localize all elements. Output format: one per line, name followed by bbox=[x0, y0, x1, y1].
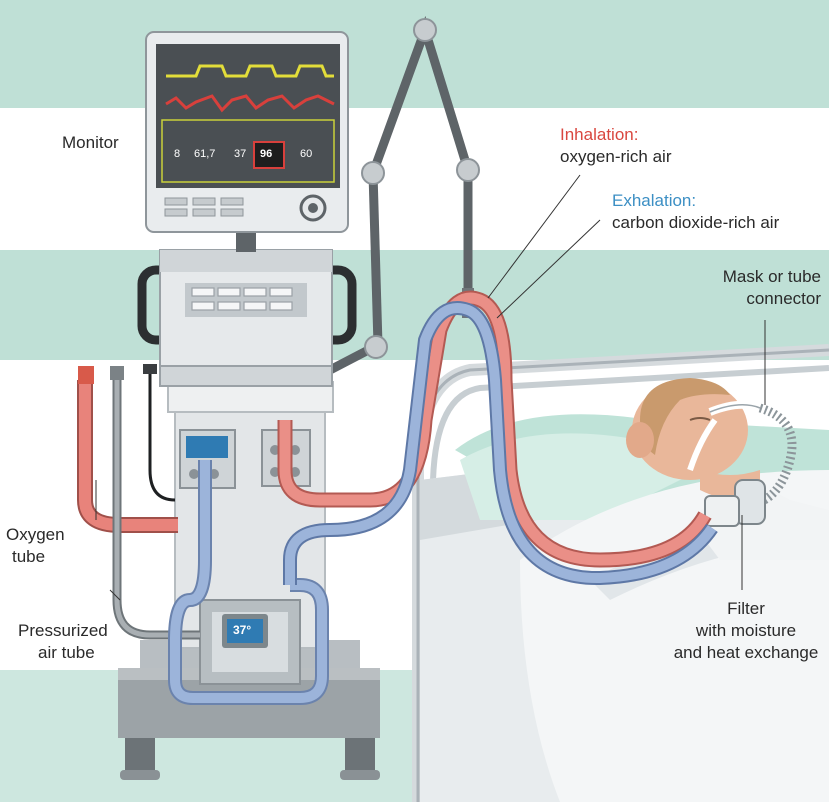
mask-label-line1: Mask or tube bbox=[722, 267, 821, 286]
monitor-reading-highlighted: 96 bbox=[260, 148, 273, 160]
monitor-reading: 61,7 bbox=[194, 148, 216, 160]
leader-lines bbox=[95, 174, 766, 601]
monitor-reading: 8 bbox=[174, 148, 181, 160]
monitor-reading: 60 bbox=[300, 148, 313, 160]
monitor-arm bbox=[327, 15, 480, 374]
pressurized-label-line2: air tube bbox=[38, 643, 95, 662]
inhalation-desc: oxygen-rich air bbox=[560, 147, 672, 166]
inhalation-title: Inhalation: bbox=[560, 125, 639, 144]
humidifier bbox=[199, 599, 301, 685]
monitor-device bbox=[145, 31, 349, 233]
monitor-reading: 37 bbox=[234, 148, 247, 160]
monitor-label: Monitor bbox=[62, 133, 119, 152]
mask-label-line2: connector bbox=[746, 289, 821, 308]
humidifier-tube bbox=[170, 460, 327, 703]
oxygen-label-line1: Oxygen bbox=[6, 525, 65, 544]
filter-label-line1: Filter bbox=[727, 599, 765, 618]
filter-label-line3: and heat exchange bbox=[673, 643, 819, 662]
mask-connector bbox=[687, 400, 797, 527]
exhalation-desc: carbon dioxide-rich air bbox=[612, 213, 780, 232]
ventilator-unit bbox=[137, 228, 357, 387]
exhalation-title: Exhalation: bbox=[612, 191, 697, 210]
filter-label-line2: with moisture bbox=[695, 621, 797, 640]
inhalation-tube bbox=[279, 292, 710, 566]
pressurized-label-line1: Pressurized bbox=[18, 621, 108, 640]
exhalation-tube bbox=[285, 303, 717, 585]
supply-tubes bbox=[77, 364, 200, 640]
wall-band-middle bbox=[0, 250, 829, 360]
oxygen-label-line2: tube bbox=[12, 547, 46, 566]
humidifier-temperature: 37° bbox=[233, 623, 252, 637]
